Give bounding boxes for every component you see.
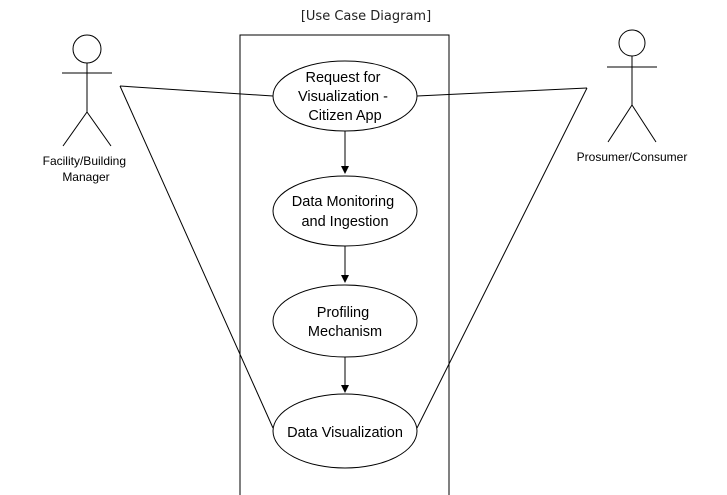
association-left-request (119, 85, 274, 97)
actor-head (72, 34, 102, 64)
association-right-visualization (416, 87, 588, 429)
actor-right-leg (631, 104, 657, 143)
use-case-label: Data Monitoring and Ingestion (292, 194, 398, 230)
actor-left-leg (62, 111, 88, 147)
associations (119, 85, 588, 429)
use-case-label: Request for Visualization - Citizen App (298, 70, 392, 124)
use-case-request-visualization: Request for Visualization - Citizen App (272, 60, 418, 132)
association-right-request (416, 87, 588, 97)
actor-facility-manager: Facility/Building Manager (43, 34, 130, 184)
system-boundary (239, 34, 450, 495)
actor-prosumer-consumer: Prosumer/Consumer (577, 29, 688, 164)
use-case-ellipse (272, 284, 418, 358)
use-case-label: Data Visualization (287, 425, 403, 441)
use-case-label: Profiling Mechanism (308, 305, 382, 340)
use-case-data-visualization: Data Visualization (272, 393, 418, 469)
actor-label: Facility/Building Manager (43, 154, 130, 184)
use-case-ellipse (272, 60, 418, 132)
actor-right-leg (86, 111, 112, 147)
actor-left-leg (607, 104, 633, 143)
use-case-ellipse (272, 393, 418, 469)
use-case-profiling-mechanism: Profiling Mechanism (272, 284, 418, 358)
actor-label: Prosumer/Consumer (577, 150, 688, 164)
actor-head (618, 29, 646, 57)
diagram-title: [Use Case Diagram] (301, 9, 431, 24)
use-case-ellipse (272, 175, 418, 247)
association-left-visualization (119, 85, 274, 429)
use-case-data-monitoring: Data Monitoring and Ingestion (272, 175, 418, 247)
